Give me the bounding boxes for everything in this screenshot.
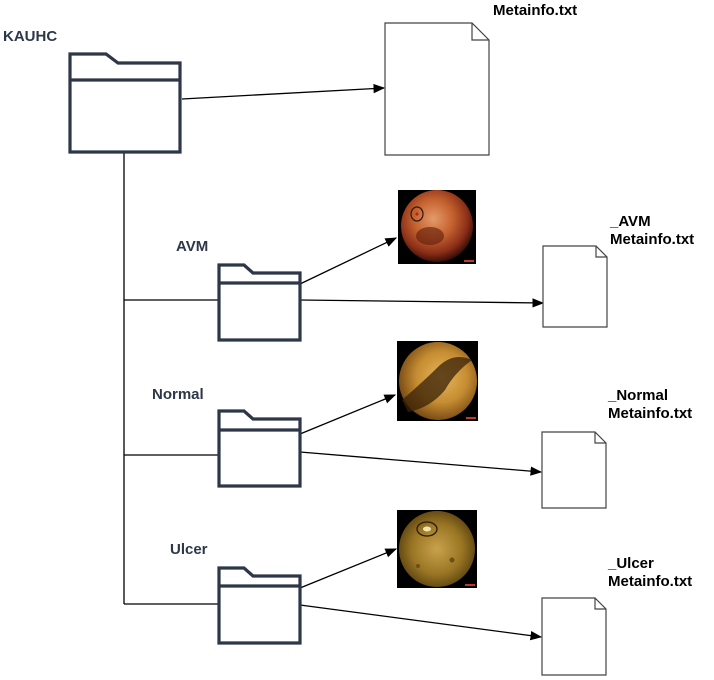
document-icon	[542, 245, 608, 328]
endoscopy-image	[397, 341, 478, 421]
document-icon	[541, 597, 607, 676]
folder-icon	[217, 263, 302, 342]
root-metainfo-label: Metainfo.txt	[493, 2, 578, 19]
arrow-root-to-metainfo	[181, 83, 386, 100]
endoscopy-image	[398, 190, 476, 264]
ulcer-folder-label: Ulcer	[170, 541, 208, 558]
document-icon	[541, 431, 607, 509]
normal-folder-label: Normal	[152, 386, 204, 403]
arrow-normal-to-metainfo	[299, 451, 543, 476]
arrow-avm-to-image	[299, 237, 398, 285]
avm-folder-label: AVM	[176, 238, 209, 255]
arrow-normal-to-image	[299, 394, 397, 435]
ulcer-metainfo-label: _Ulcer Metainfo.txt	[608, 555, 693, 590]
document-icon	[384, 22, 490, 156]
endoscopy-image	[397, 510, 477, 588]
tree-connectors	[123, 152, 218, 605]
folder-icon	[68, 52, 182, 154]
arrow-avm-to-metainfo	[299, 298, 545, 308]
arrows	[181, 83, 545, 641]
folder-icon	[217, 409, 302, 488]
arrow-ulcer-to-image	[299, 548, 398, 589]
avm-metainfo-label: _AVM Metainfo.txt	[610, 213, 695, 248]
arrow-ulcer-to-metainfo	[299, 604, 543, 641]
normal-metainfo-label: _Normal Metainfo.txt	[608, 387, 693, 422]
folder-icon	[217, 566, 302, 645]
root-folder-label: KAUHC	[3, 28, 58, 45]
